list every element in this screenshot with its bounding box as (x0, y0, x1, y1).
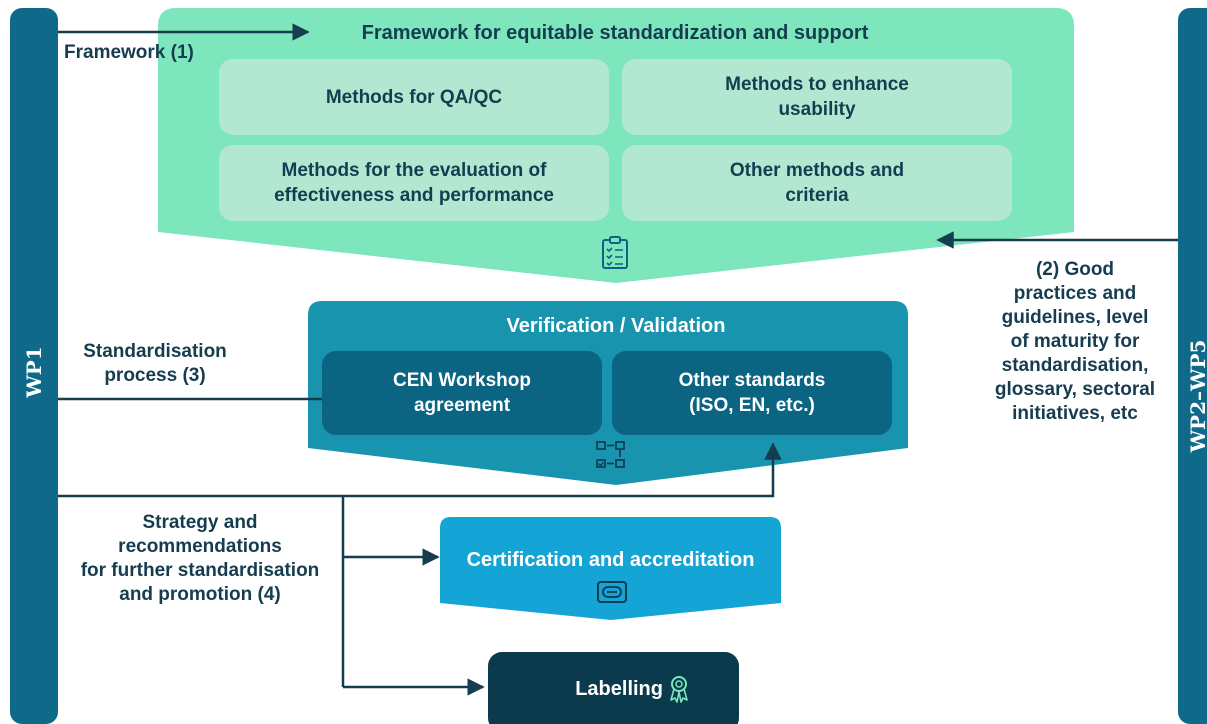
labelling-shape (488, 652, 739, 724)
arrow-feedback-verification (58, 442, 782, 498)
framework-title: Framework for equitable standardization … (361, 22, 869, 44)
framework-box-evaluation: Methods for the evaluation of effectiven… (219, 145, 609, 221)
framework-box-other: Other methods and criteria (622, 145, 1012, 221)
label-strategy: Strategy and recommendations for further… (80, 512, 320, 605)
award-ribbon-icon (670, 676, 688, 703)
framework-box-qaqc: Methods for QA/QC (219, 59, 609, 135)
label-framework: Framework (1) (64, 42, 194, 63)
wp-right-label: WP2–WP5 (1186, 339, 1207, 453)
verification-box-cen: CEN Workshop agreement (322, 351, 602, 435)
verification-box-other: Other standards (ISO, EN, etc.) (612, 351, 892, 435)
wp-left-label: WP1 (22, 346, 46, 398)
label-good-practices: (2) Good practices and guidelines, level… (994, 259, 1156, 424)
framework-box-usability: Methods to enhance usability (622, 59, 1012, 135)
certification-shape (440, 517, 781, 620)
verification-shape (308, 301, 908, 485)
label-standardisation: Standardisation process (3) (83, 341, 227, 386)
verification-title: Verification / Validation (506, 315, 726, 337)
wp-right-bar (1178, 8, 1207, 724)
workflow-icon (596, 441, 625, 468)
labelling-title: Labelling (575, 678, 663, 700)
clipboard-icon (602, 236, 628, 269)
certificate-icon (597, 581, 627, 603)
certification-title: Certification and accreditation (466, 549, 755, 571)
wp-left-bar (10, 8, 58, 724)
